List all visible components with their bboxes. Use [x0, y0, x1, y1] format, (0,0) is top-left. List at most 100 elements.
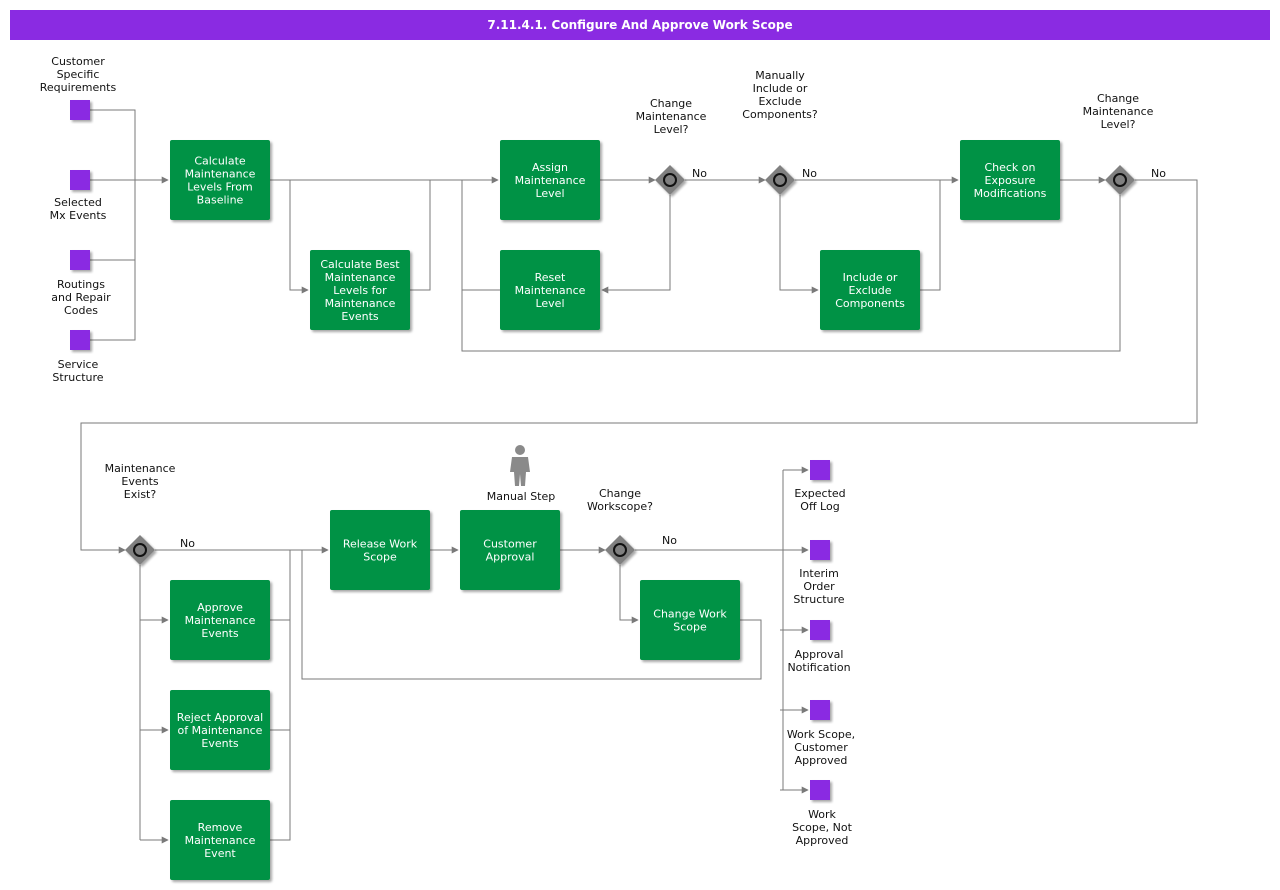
connector-line: [461, 195, 1121, 352]
task-box: [500, 140, 600, 220]
input-label-line: Service: [58, 358, 99, 371]
gateway-question-line: Workscope?: [587, 500, 653, 513]
output-label-line: Work Scope,: [787, 728, 855, 741]
output-square: [810, 540, 830, 560]
output-label-line: Scope, Not: [792, 821, 852, 834]
input-label-line: Codes: [64, 304, 98, 317]
task-label-line: Maintenance: [325, 271, 396, 284]
input-label-line: Selected: [54, 196, 102, 209]
gateway-question-line: Maintenance: [105, 462, 176, 475]
task-box: [310, 250, 410, 330]
input-square: [70, 170, 90, 190]
input-label-line: Routings: [57, 278, 105, 291]
input-label-line: Mx Events: [50, 209, 107, 222]
connector-line: [301, 550, 762, 680]
gateway-question-line: Maintenance: [636, 110, 707, 123]
task-label-line: Event: [204, 847, 236, 860]
output-square: [810, 460, 830, 480]
gateway-question-line: Components?: [742, 108, 818, 121]
page-title: 7.11.4.1. Configure And Approve Work Sco…: [10, 10, 1270, 40]
connector-line: [461, 180, 500, 291]
gateway-diamond: [605, 535, 635, 565]
input-square: [70, 100, 90, 120]
task-label-line: Maintenance: [185, 168, 256, 181]
input-label-line: Specific: [57, 68, 100, 81]
output-label-line: Approved: [796, 834, 849, 847]
input-label-line: Customer: [51, 55, 105, 68]
task-label-line: Calculate Best: [320, 258, 400, 271]
gateway-question-line: Level?: [654, 123, 689, 136]
task-label-line: Include or: [843, 271, 898, 284]
task-label-line: Maintenance: [185, 834, 256, 847]
connector-line: [90, 109, 136, 341]
task-label-line: Maintenance: [185, 614, 256, 627]
task-label-line: Reject Approval: [177, 711, 263, 724]
task-label-line: Scope: [363, 551, 397, 564]
connector-line: [80, 179, 1198, 554]
task-label-line: Level: [535, 297, 564, 310]
connector-line: [270, 620, 291, 841]
task-box: [170, 800, 270, 880]
task-box: [170, 580, 270, 660]
output-label-line: Customer: [794, 741, 848, 754]
connector-line: [270, 179, 309, 294]
input-label-line: Requirements: [40, 81, 117, 94]
task-label-line: Events: [201, 737, 239, 750]
output-label-line: Structure: [793, 593, 844, 606]
gateway-question-line: Change: [650, 97, 692, 110]
task-box: [170, 140, 270, 220]
connector-line: [920, 180, 941, 291]
gateway-branch-label: No: [180, 537, 195, 550]
gateway-question-line: Change: [1097, 92, 1139, 105]
task-label-line: Calculate: [194, 155, 246, 168]
gateway-circle: [773, 173, 787, 187]
gateway-diamond: [125, 535, 155, 565]
gateway-question-line: Manually: [755, 69, 805, 82]
task-box: [460, 510, 560, 590]
manual-step-label: Manual Step: [487, 490, 556, 503]
output-label-line: Approval: [795, 648, 844, 661]
output-label-line: Interim: [799, 567, 839, 580]
task-box: [330, 510, 430, 590]
task-label-line: Scope: [673, 621, 707, 634]
task-label-line: Level: [535, 187, 564, 200]
